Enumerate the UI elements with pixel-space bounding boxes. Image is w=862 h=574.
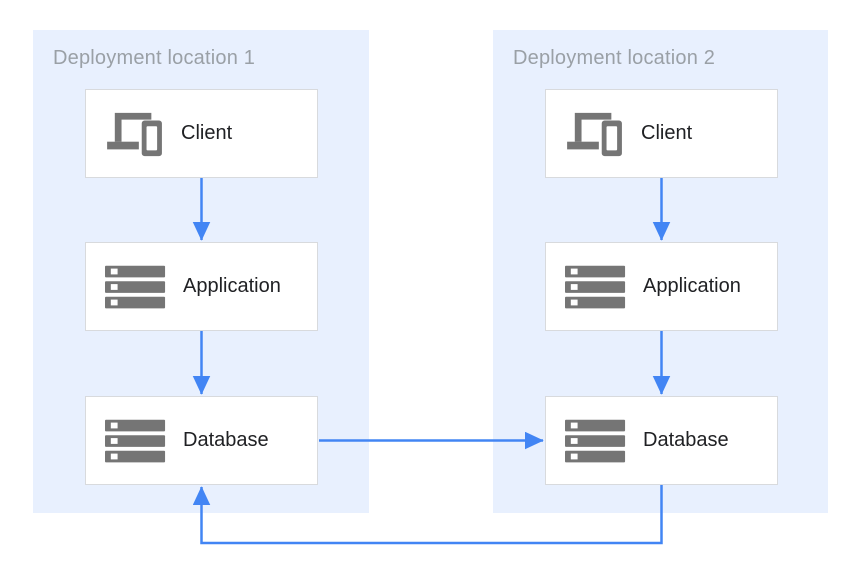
node-label: Client (181, 122, 233, 144)
node-database-1: Database (85, 396, 318, 485)
storage-icon (105, 265, 166, 308)
node-label: Database (183, 429, 269, 451)
node-database-2: Database (545, 396, 778, 485)
node-application-2: Application (545, 242, 778, 331)
devices-icon (107, 112, 162, 156)
node-client-2: Client (545, 89, 778, 178)
node-label: Client (641, 122, 693, 144)
node-client-1: Client (85, 89, 318, 178)
storage-icon (565, 419, 626, 462)
node-label: Application (643, 275, 741, 297)
panel-title-1: Deployment location 1 (53, 47, 256, 69)
node-label: Database (643, 429, 729, 451)
storage-icon (105, 419, 166, 462)
deployment-panel-1: Deployment location 1 Client Application (33, 30, 369, 513)
panel-title-2: Deployment location 2 (513, 47, 716, 69)
devices-icon (567, 112, 622, 156)
node-application-1: Application (85, 242, 318, 331)
storage-icon (565, 265, 626, 308)
node-label: Application (183, 275, 281, 297)
deployment-panel-2: Deployment location 2 Client Application (493, 30, 828, 513)
